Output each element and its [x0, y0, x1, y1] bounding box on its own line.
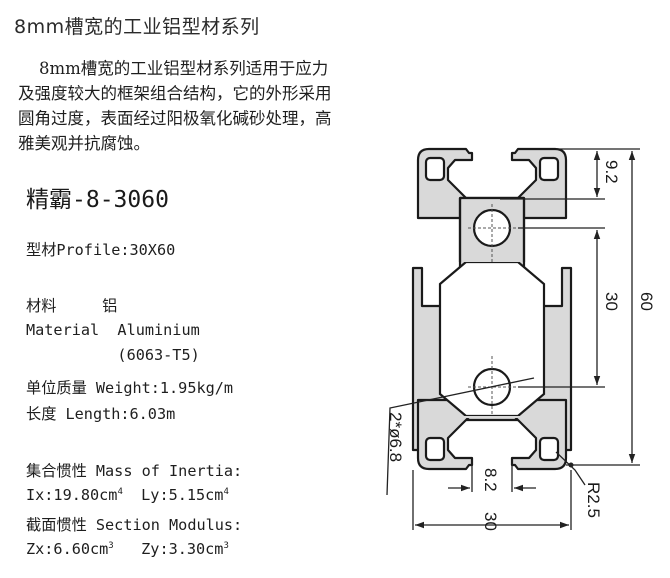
spec-length: 长度 Length:6.03m: [26, 405, 176, 423]
spec-inertia-values: Ix:19.80cm4 Ly:5.15cm4: [26, 486, 229, 504]
dim-30-vertical: 30: [602, 292, 621, 311]
intro-paragraph: 8mm槽宽的工业铝型材系列适用于应力及强度较大的框架组合结构，它的外形采用圆角过…: [18, 56, 332, 156]
spec-zx: Zx:6.60cm: [26, 540, 109, 558]
corner-pockets: [424, 156, 560, 462]
spec-zy-exp: 3: [223, 541, 229, 551]
spec-profile: 型材Profile:30X60: [26, 241, 176, 259]
spec-zx-exp: 3: [108, 541, 114, 551]
spec-ix: Ix:19.80cm: [26, 486, 118, 504]
dim-60: 60: [637, 292, 656, 311]
dimension-lines: [386, 148, 640, 530]
dim-30-horizontal: 30: [481, 512, 500, 531]
spec-zy: Zy:3.30cm: [141, 540, 224, 558]
spec-material-en: Material Aluminium: [26, 321, 200, 339]
spec-modulus-label: 截面惯性 Section Modulus:: [26, 516, 243, 534]
dim-r2-5: R2.5: [584, 482, 603, 518]
dim-holes: 2*ø6.8: [386, 412, 405, 462]
intro-line: 及强度较大的框架组合结构，它的外形采用: [18, 84, 332, 103]
spec-material-cn: 材料 铝: [26, 297, 118, 315]
spec-material-grade: (6063-T5): [26, 346, 200, 364]
spec-ix-exp: 4: [117, 487, 123, 497]
spec-ly: Ly:5.15cm: [141, 486, 224, 504]
spec-ly-exp: 4: [223, 487, 229, 497]
dim-9-2: 9.2: [602, 160, 621, 184]
model-name: 精霸-8-3060: [26, 187, 169, 213]
intro-line: 8mm槽宽的工业铝型材系列适用于应力: [18, 59, 329, 78]
spec-weight: 单位质量 Weight:1.95kg/m: [26, 379, 234, 397]
spec-modulus-values: Zx:6.60cm3 Zy:3.30cm3: [26, 540, 229, 558]
dimension-labels: 9.2 30 60 2*ø6.8 8.2 30 R2.5: [386, 160, 656, 531]
intro-line: 雅美观并抗腐蚀。: [18, 134, 150, 153]
page-title: 8mm槽宽的工业铝型材系列: [14, 16, 260, 38]
intro-line: 圆角过度，表面经过阳极氧化碱砂处理，高: [18, 109, 332, 128]
spec-inertia-label: 集合惯性 Mass of Inertia:: [26, 462, 243, 480]
dim-8-2: 8.2: [481, 468, 500, 492]
